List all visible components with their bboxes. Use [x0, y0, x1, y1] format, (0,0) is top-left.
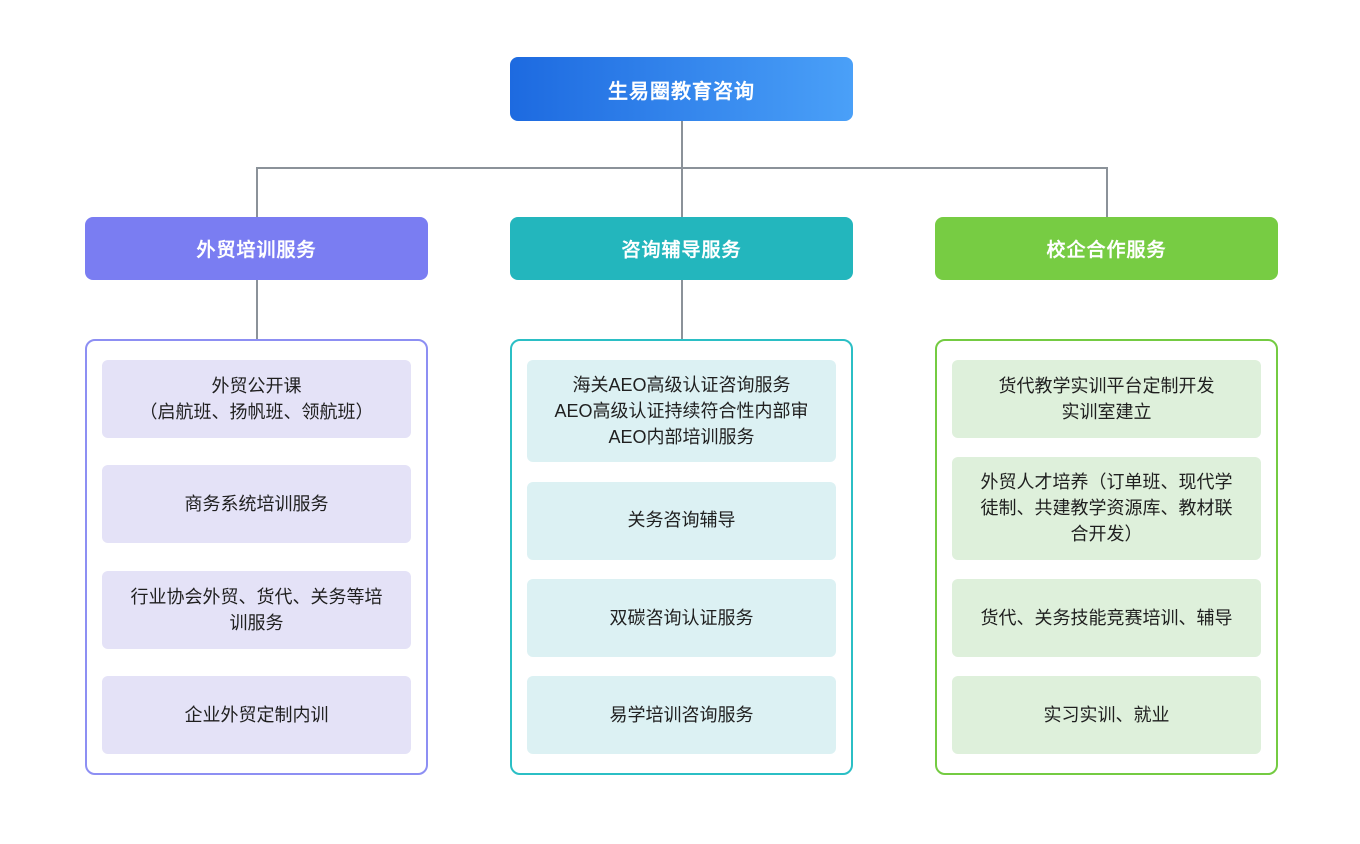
- connector-line: [681, 121, 683, 168]
- node-item-label: 行业协会外贸、货代、关务等培训服务: [130, 586, 383, 633]
- branch-trade-training: 外贸培训服务 外贸公开课 （启航班、扬帆班、领航班） 商务系统培训服务 行业协会…: [85, 217, 428, 775]
- node-item-label: 实习实训、就业: [1043, 704, 1170, 725]
- branch-item-group: 外贸公开课 （启航班、扬帆班、领航班） 商务系统培训服务 行业协会外贸、货代、关…: [85, 339, 428, 775]
- node-item-label: 货代、关务技能竞赛培训、辅导: [980, 607, 1233, 628]
- node-item-label: 外贸公开课 （启航班、扬帆班、领航班）: [139, 375, 374, 422]
- node-item-label: 双碳咨询认证服务: [609, 607, 754, 628]
- branch-item-group: 货代教学实训平台定制开发 实训室建立 外贸人才培养（订单班、现代学徒制、共建教学…: [935, 339, 1278, 775]
- node-item-label: 易学培训咨询服务: [609, 704, 754, 725]
- branch-item-group: 海关AEO高级认证咨询服务 AEO高级认证持续符合性内部审 AEO内部培训服务 …: [510, 339, 853, 775]
- node-item: 关务咨询辅导: [527, 481, 836, 560]
- node-item-label: 外贸人才培养（订单班、现代学徒制、共建教学资源库、教材联合开发）: [980, 472, 1233, 545]
- connector-line: [256, 167, 258, 218]
- branch-header: 咨询辅导服务: [510, 217, 853, 280]
- node-item-label: 关务咨询辅导: [627, 510, 736, 531]
- node-item: 易学培训咨询服务: [527, 675, 836, 754]
- node-item: 外贸公开课 （启航班、扬帆班、领航班）: [102, 360, 411, 438]
- connector-line: [681, 280, 683, 340]
- branch-header-label: 外贸培训服务: [196, 240, 317, 261]
- branch-consulting: 咨询辅导服务 海关AEO高级认证咨询服务 AEO高级认证持续符合性内部审 AEO…: [510, 217, 853, 775]
- node-item: 双碳咨询认证服务: [527, 578, 836, 657]
- node-item: 货代、关务技能竞赛培训、辅导: [952, 578, 1261, 657]
- node-item: 海关AEO高级认证咨询服务 AEO高级认证持续符合性内部审 AEO内部培训服务: [527, 360, 836, 463]
- node-item: 商务系统培训服务: [102, 465, 411, 544]
- connector-line: [256, 280, 258, 340]
- branch-header-label: 咨询辅导服务: [621, 240, 742, 261]
- node-item-label: 商务系统培训服务: [184, 494, 329, 515]
- branch-school-enterprise: 校企合作服务 货代教学实训平台定制开发 实训室建立 外贸人才培养（订单班、现代学…: [935, 217, 1278, 775]
- branch-header: 外贸培训服务: [85, 217, 428, 280]
- node-item: 行业协会外贸、货代、关务等培训服务: [102, 570, 411, 649]
- node-item: 实习实训、就业: [952, 675, 1261, 754]
- root-node: 生易圈教育咨询: [510, 57, 853, 121]
- branch-header: 校企合作服务: [935, 217, 1278, 280]
- node-item: 货代教学实训平台定制开发 实训室建立: [952, 360, 1261, 438]
- branch-header-label: 校企合作服务: [1046, 240, 1167, 261]
- node-item-label: 海关AEO高级认证咨询服务 AEO高级认证持续符合性内部审 AEO内部培训服务: [554, 375, 809, 448]
- node-item: 企业外贸定制内训: [102, 675, 411, 754]
- connector-line: [681, 167, 683, 218]
- connector-line: [1106, 167, 1108, 218]
- node-item-label: 企业外贸定制内训: [184, 704, 329, 725]
- node-item-label: 货代教学实训平台定制开发 实训室建立: [998, 375, 1215, 422]
- node-item: 外贸人才培养（订单班、现代学徒制、共建教学资源库、教材联合开发）: [952, 457, 1261, 560]
- root-node-label: 生易圈教育咨询: [608, 80, 755, 103]
